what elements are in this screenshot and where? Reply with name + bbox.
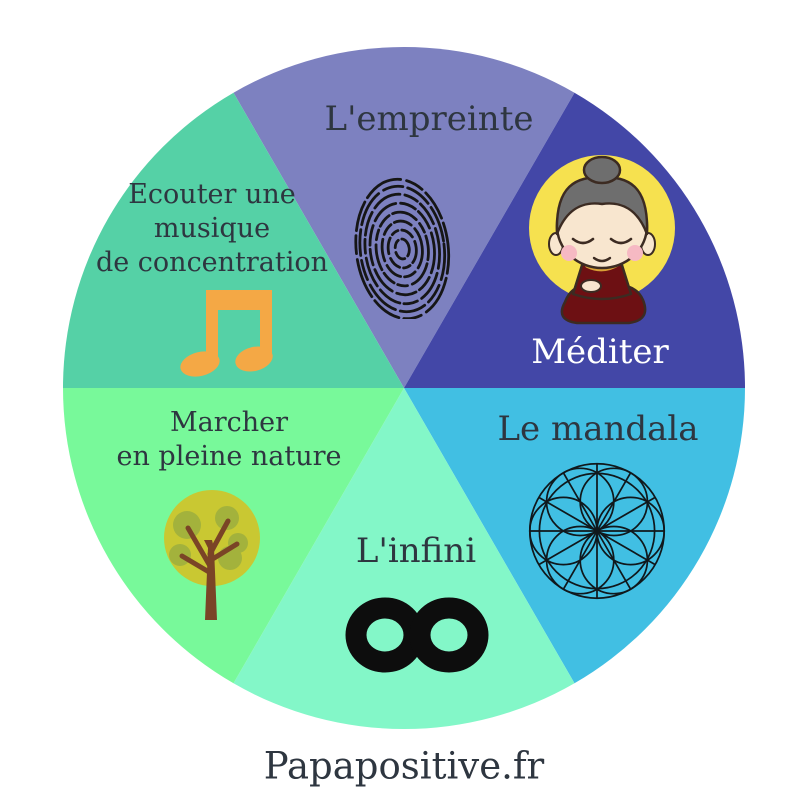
wheel-segment-empreinte [233,47,575,389]
segment-label-mandala: Le mandala [497,409,699,449]
segment-label-ecouter-line3: de concentration [95,247,329,278]
mandala-icon [528,462,666,600]
infinity-icon [345,597,489,673]
segment-label-ecouter: Ecouter une musique de concentration [96,178,328,280]
music-note-icon [180,290,273,377]
segment-label-ecouter-line1: Ecouter une [128,179,296,210]
buddha-icon [529,155,675,325]
segment-label-marcher-line2: en pleine nature [116,441,342,472]
segment-label-marcher: Marcher en pleine nature [116,406,341,474]
wheel-segment-ecouter [63,92,404,388]
segment-label-mediter: Méditer [531,332,669,372]
segment-label-marcher-line1: Marcher [169,407,289,438]
segment-label-ecouter-line2: musique [153,213,271,244]
tree-icon [164,490,260,620]
segment-label-empreinte: L'empreinte [324,99,534,139]
wheel-segment-infini [233,388,575,729]
segment-label-infini: L'infini [355,531,477,571]
fingerprint-icon [354,177,451,319]
site-name: Papapositive.fr [263,744,545,788]
